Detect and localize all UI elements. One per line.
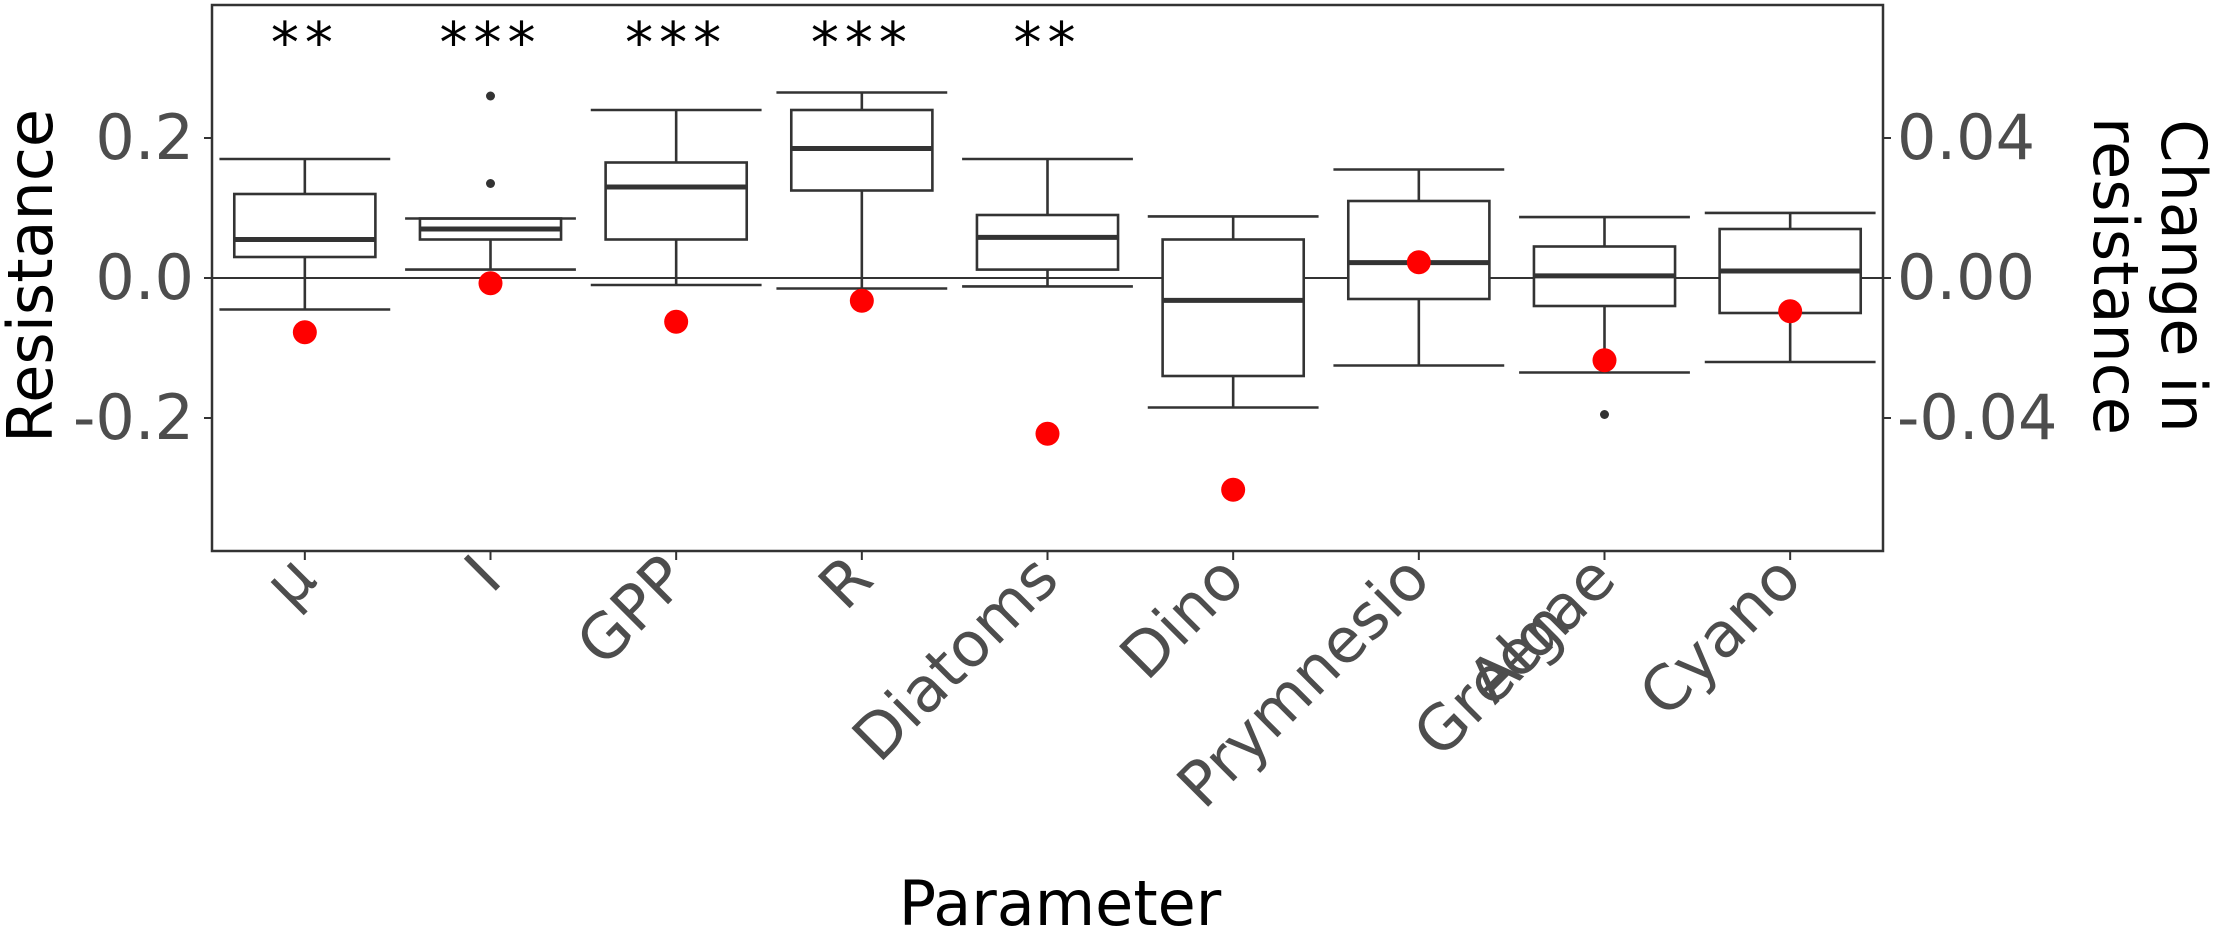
x-tick-label-dino: Dino <box>1106 541 1258 693</box>
change-point-μ <box>292 320 317 345</box>
x-tick-label-r: R <box>804 541 886 623</box>
box-gpp <box>604 161 749 241</box>
change-point-prymnesio <box>1406 250 1431 275</box>
y-axis-right-title-line-1: Change in <box>2147 119 2217 433</box>
y-left-tick-label-1: 0.0 <box>95 241 194 314</box>
y-right-tick-label-0: 0.04 <box>1897 101 2035 174</box>
box-μ <box>232 192 377 259</box>
significance-label-μ: ** <box>271 11 339 76</box>
box-dino <box>1161 238 1306 378</box>
significance-label-gpp: *** <box>625 11 727 76</box>
x-tick-label-diatoms: Diatoms <box>838 541 1072 775</box>
x-tick-label-cyano: Cyano <box>1625 541 1815 731</box>
outlier-point-green-algae-0 <box>1600 410 1609 419</box>
significance-label-i: *** <box>440 11 542 76</box>
y-right-tick-label-2: -0.04 <box>1897 381 2057 454</box>
significance-label-diatoms: ** <box>1014 11 1082 76</box>
change-point-gpp <box>664 309 689 334</box>
box-diatoms <box>975 213 1120 271</box>
x-tick-label-gpp: GPP <box>562 541 700 679</box>
change-point-i <box>478 271 503 296</box>
y-right-tick-label-1: 0.00 <box>1897 241 2035 314</box>
y-left-tick-label-0: 0.2 <box>95 101 194 174</box>
x-tick-label-μ: μ <box>250 541 330 621</box>
y-axis-right-title-line-2: resistance <box>2079 117 2152 435</box>
change-point-r <box>849 288 874 313</box>
change-point-green-algae <box>1592 348 1617 373</box>
significance-label-r: *** <box>811 11 913 76</box>
y-axis-left-title: Resistance <box>0 109 67 443</box>
y-left-tick-label-2: -0.2 <box>73 381 194 454</box>
x-tick-label-green-algae-line-2: Algae <box>1454 541 1629 716</box>
change-point-dino <box>1221 477 1246 502</box>
outlier-point-i-1 <box>486 179 495 188</box>
outlier-point-i-0 <box>486 91 495 101</box>
change-point-cyano <box>1778 299 1803 324</box>
change-point-diatoms <box>1035 421 1060 446</box>
box-prymnesio <box>1346 199 1491 301</box>
x-axis-title: Parameter <box>899 867 1222 939</box>
